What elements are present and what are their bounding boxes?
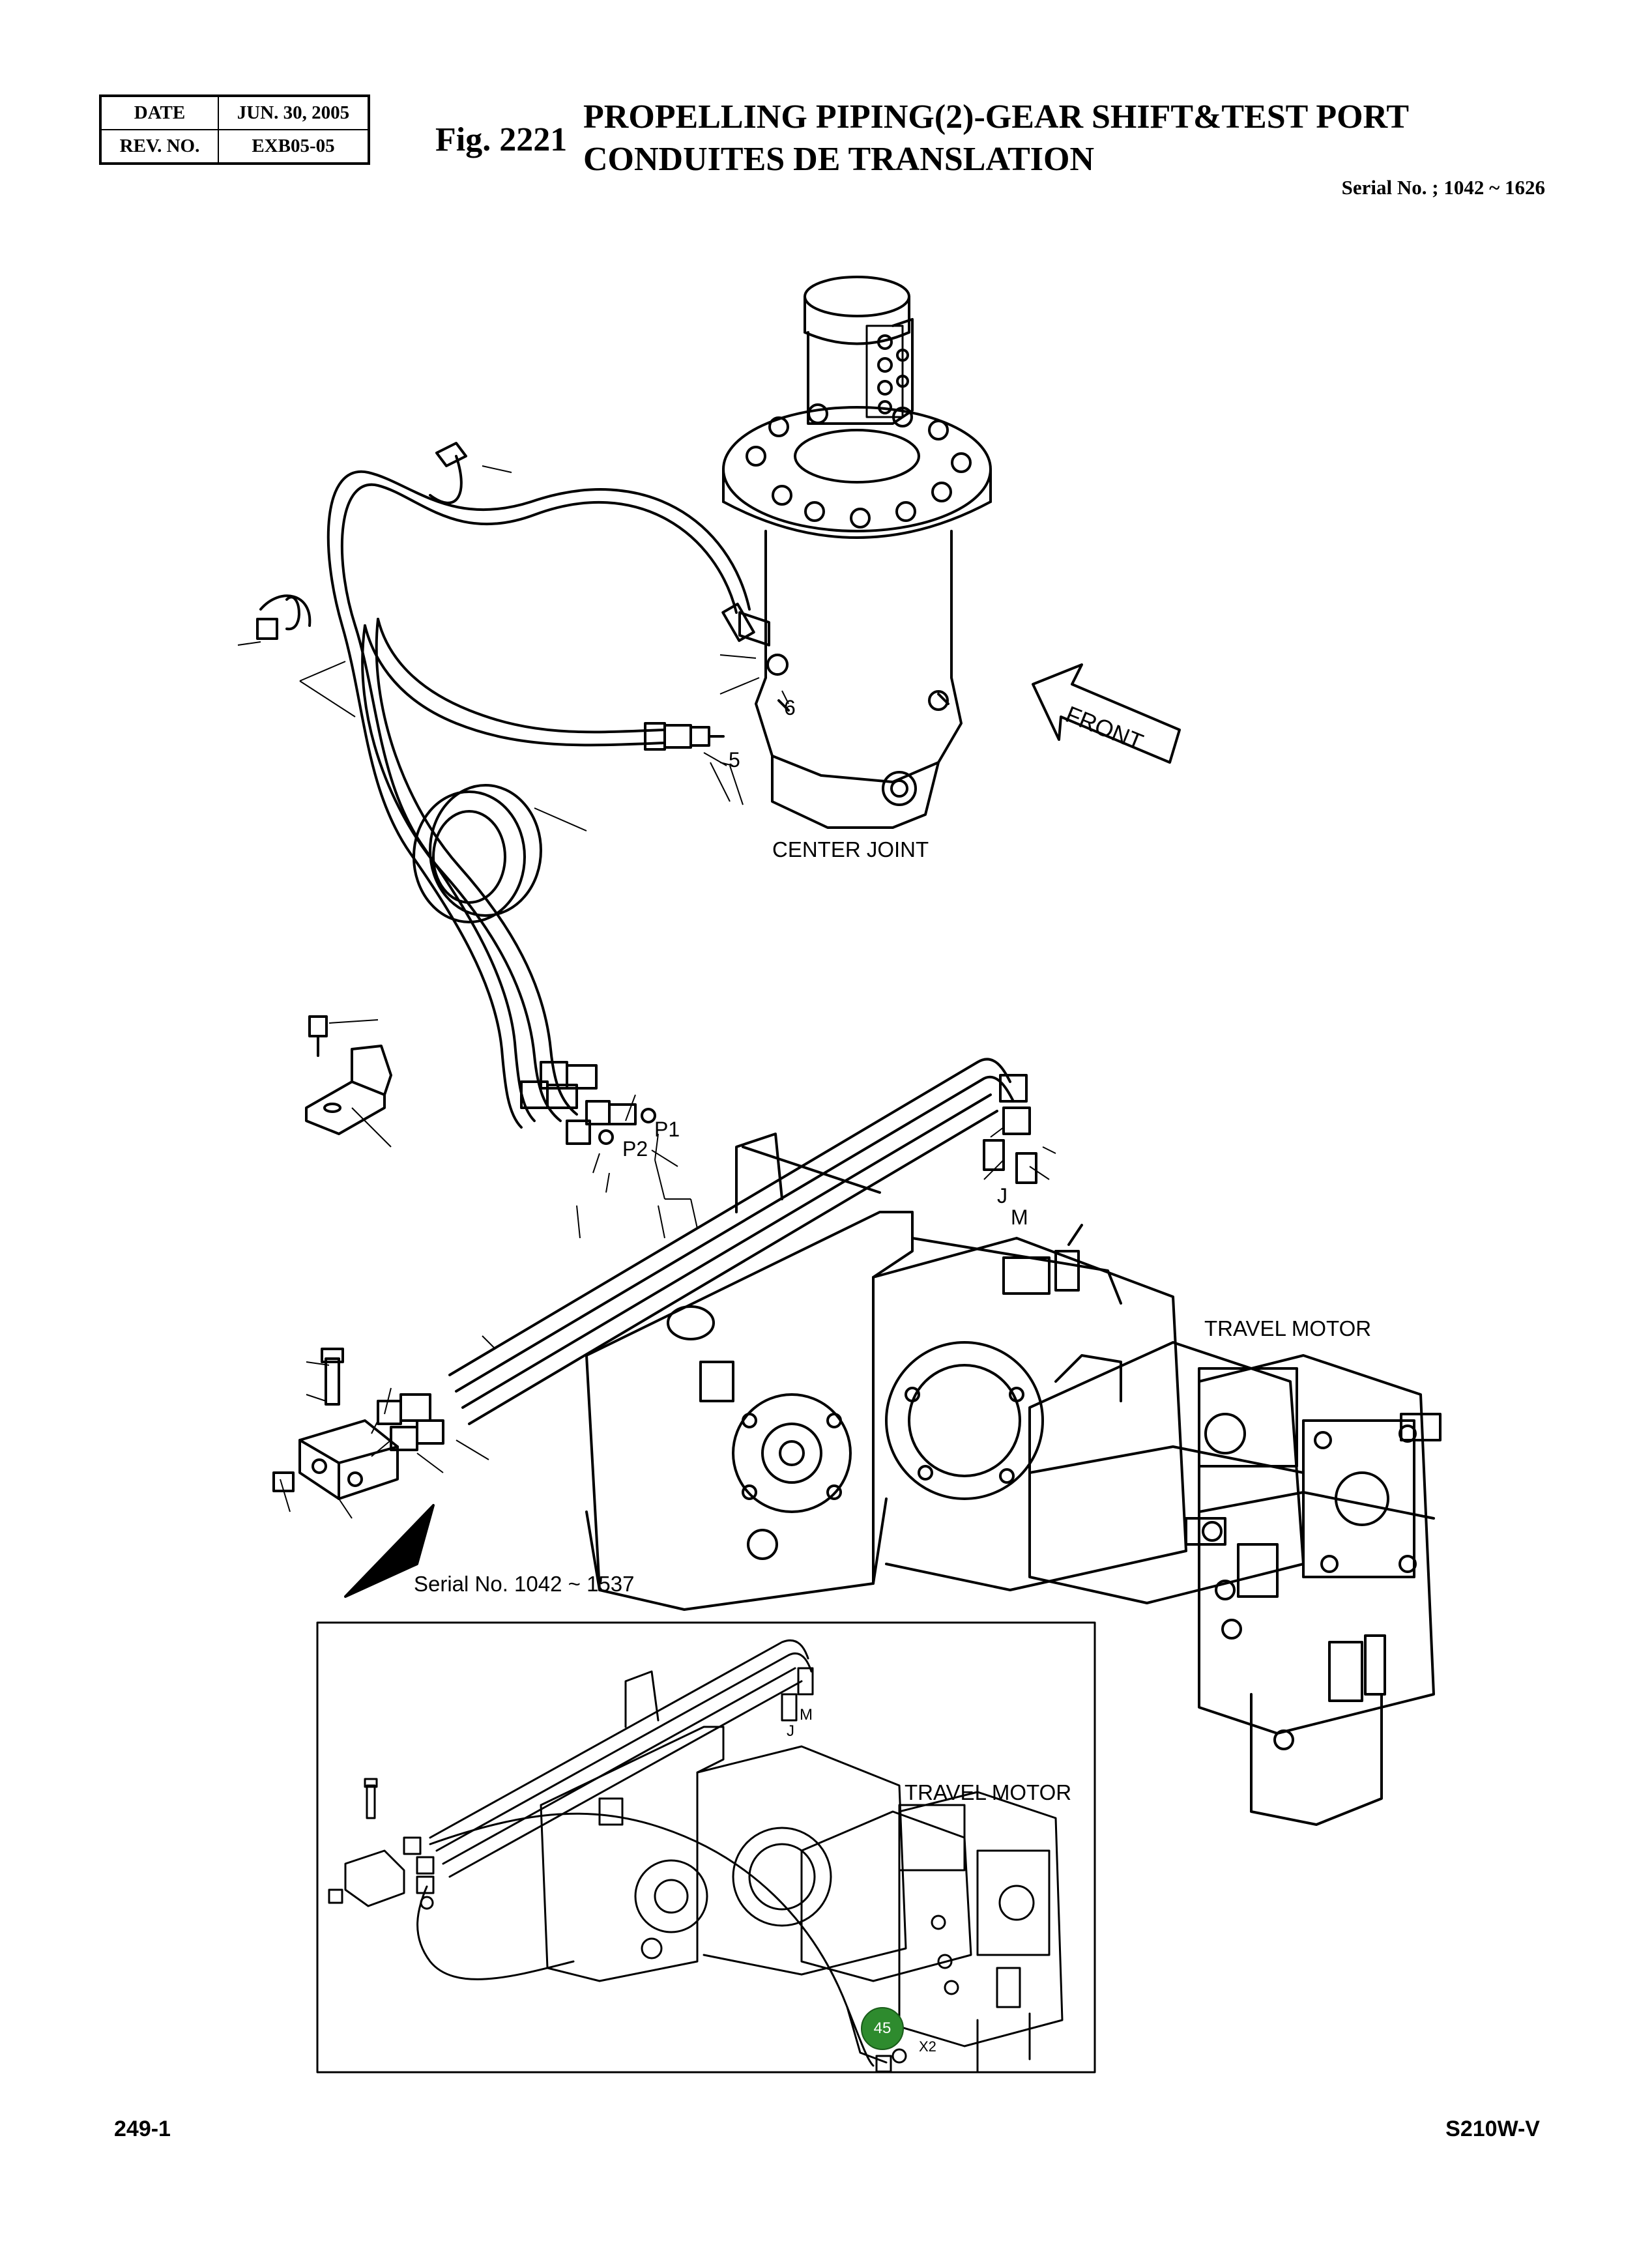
title-line-1: PROPELLING PIPING(2)-GEAR SHIFT&TEST POR… <box>583 98 1410 136</box>
callout-45-highlight <box>861 2007 904 2050</box>
callout-p1: P1 <box>654 1118 680 1141</box>
callout-m: M <box>1011 1206 1028 1229</box>
hose-clips <box>256 442 467 640</box>
title-line-2: CONDUITES DE TRANSLATION <box>583 141 1095 178</box>
rev-label: REV. NO. <box>100 129 219 164</box>
page-number: 249-1 <box>114 2117 171 2141</box>
bracket-left <box>305 1015 392 1135</box>
rev-value: EXB05-05 <box>218 129 370 164</box>
callout-45: 45 <box>873 2019 891 2037</box>
front-arrow <box>1032 663 1181 764</box>
test-port-block <box>272 1348 444 1500</box>
inset-travel-motor-label: TRAVEL MOTOR <box>905 1780 1072 1804</box>
center-joint-drawing <box>722 276 992 829</box>
machine-model: S210W-V <box>1445 2117 1540 2141</box>
serial-range: Serial No. ; 1042 ~ 1626 <box>1341 176 1545 199</box>
callout-p2: P2 <box>622 1137 648 1161</box>
upper-hose-assembly <box>326 470 755 1145</box>
center-joint-label: CENTER JOINT <box>772 837 929 861</box>
date-value: JUN. 30, 2005 <box>218 95 370 130</box>
leader-lines <box>237 465 1056 1519</box>
inset-drawing <box>328 1639 1064 2074</box>
inset-serial-label: Serial No. 1042 ~ 1537 <box>414 1572 635 1596</box>
lower-long-hoses <box>448 1058 1037 1425</box>
callout-inset-j: J <box>787 1722 794 1740</box>
figure-number: Fig. 2221 <box>435 121 568 158</box>
callout-6: 6 <box>784 696 796 719</box>
travel-motor-drawing <box>585 1133 1442 1826</box>
callout-inset-m: M <box>800 1706 813 1724</box>
callout-5: 5 <box>729 748 740 772</box>
date-label: DATE <box>100 95 219 130</box>
callout-j: J <box>997 1184 1007 1207</box>
inset-frame <box>316 1621 1096 2074</box>
detail-pointer-arrow <box>344 1504 435 1598</box>
travel-motor-label: TRAVEL MOTOR <box>1204 1316 1372 1340</box>
callout-x2: X2 <box>919 2038 936 2055</box>
revision-info-table: DATE JUN. 30, 2005 REV. NO. EXB05-05 <box>99 94 370 165</box>
